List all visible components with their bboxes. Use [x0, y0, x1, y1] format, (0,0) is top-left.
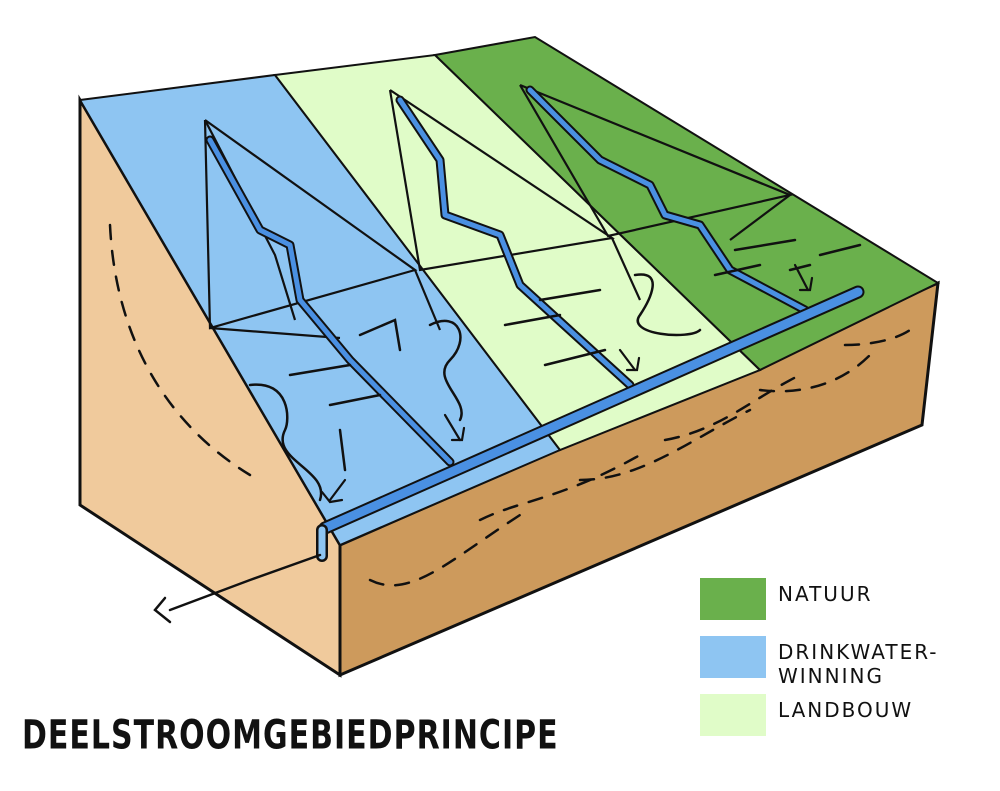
streams: [205, 85, 810, 467]
legend-swatch-natuur: [700, 578, 766, 620]
legend-swatch-drinkwaterwinning: [700, 636, 766, 678]
groundwater-flow-arrows: [108, 223, 912, 587]
collector-canal: [316, 285, 865, 562]
legend-swatch-landbouw: [700, 694, 766, 736]
legend-label-drinkwaterwinning: DRINKWATER- WINNING: [778, 640, 939, 688]
drainage-ditches: [248, 238, 862, 502]
legend-label-landbouw: LANDBOUW: [778, 698, 914, 722]
diagram-title: DEELSTROOMGEBIEDPRINCIPE: [22, 712, 559, 760]
legend-label-natuur: NATUUR: [778, 582, 873, 606]
legend-item-drinkwaterwinning: DRINKWATER- WINNING: [700, 636, 990, 688]
outflow-arrow: [153, 553, 322, 624]
surface-flow-arrows: [320, 263, 814, 504]
legend-item-landbouw: LANDBOUW: [700, 694, 990, 738]
legend-item-natuur: NATUUR: [700, 578, 990, 622]
